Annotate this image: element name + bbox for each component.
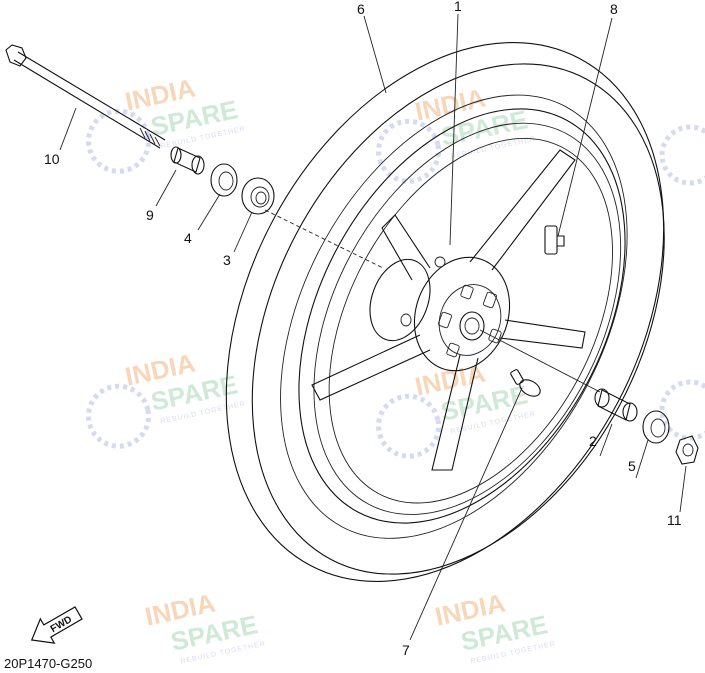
spoke	[469, 149, 576, 271]
axle-centerline-left	[264, 209, 384, 269]
rim-flange	[313, 122, 622, 515]
part-label-5: 5	[628, 458, 636, 474]
leader-10	[59, 107, 77, 151]
leader-8	[557, 17, 613, 237]
balance-weight	[544, 225, 565, 255]
leader-11	[679, 465, 687, 513]
balance-weight-clip	[557, 235, 565, 247]
watermark-icon	[659, 124, 705, 186]
hub-slot	[483, 291, 497, 309]
leader-5	[635, 439, 649, 479]
axle-centerline-right	[479, 329, 601, 393]
hub-hole	[434, 256, 446, 268]
wheel-spokes	[311, 149, 586, 471]
bearing-5	[642, 410, 670, 444]
watermark: INDIA SPARE REBUILD TOGETHER	[86, 347, 246, 449]
axle-thread	[139, 127, 161, 147]
collar-9	[170, 146, 205, 175]
hub-slot	[446, 342, 460, 358]
part-label-9: 9	[146, 207, 154, 223]
collar-2	[594, 388, 638, 422]
tire-inner-edge	[280, 94, 628, 539]
hub-inner-ring	[438, 284, 502, 356]
part-label-7: 7	[402, 642, 410, 658]
part-label-6: 6	[357, 1, 365, 17]
rim	[298, 108, 626, 524]
watermark: INDIA SPARE REBUILD TOGETHER	[86, 72, 246, 174]
hub-axle-hole	[459, 311, 485, 341]
hub-slot	[438, 311, 452, 329]
fwd-arrow: FWD	[30, 606, 83, 644]
leader-lines	[59, 13, 687, 641]
leader-6	[363, 15, 387, 94]
oil-seal-4	[210, 163, 238, 197]
axle-nut-11	[675, 435, 699, 465]
wheel-axle	[5, 44, 166, 149]
hub-drum	[369, 258, 431, 342]
leader-9	[155, 169, 177, 207]
watermark: INDIA SPARE REBUILD TOGETHER	[142, 587, 266, 665]
part-label-11: 11	[667, 512, 682, 528]
leader-1	[449, 13, 459, 246]
watermark-icon	[659, 379, 705, 441]
fwd-arrow-shape	[30, 606, 83, 644]
tire	[225, 42, 665, 582]
leader-4	[197, 193, 221, 231]
hub-slot	[460, 284, 474, 300]
hub-face	[413, 256, 511, 372]
axle-shaft	[13, 51, 166, 149]
spoke	[381, 214, 431, 281]
hub-axle-bore	[464, 317, 480, 335]
spoke	[431, 354, 479, 471]
part-labels: 1 2 3 4 5 6 7 8 9 10 11	[44, 0, 682, 658]
hub-hole	[400, 313, 412, 327]
wheel-hub	[369, 256, 511, 372]
part-label-2: 2	[589, 433, 597, 449]
part-label-10: 10	[44, 151, 60, 167]
leader-7	[409, 387, 523, 641]
diagram-code: 20P1470-G250	[4, 656, 92, 671]
rim-outer	[298, 108, 626, 524]
hub-slot	[488, 328, 502, 344]
watermark: INDIA SPARE REBUILD TOGETHER	[432, 587, 556, 665]
part-label-3: 3	[223, 252, 231, 268]
valve-cap	[510, 369, 524, 385]
bearing-3	[241, 177, 275, 215]
leader-3	[233, 211, 253, 253]
tire-outer-edge-back	[251, 63, 665, 575]
fwd-arrow-label: FWD	[49, 614, 74, 635]
part-label-8: 8	[610, 1, 618, 17]
part-label-1: 1	[454, 0, 462, 14]
spoke	[311, 334, 431, 401]
leader-2	[599, 423, 613, 457]
tire-outer-edge	[225, 42, 665, 582]
rim-inner	[328, 137, 613, 504]
spoke	[499, 319, 586, 349]
axle-head	[5, 44, 27, 67]
tire-valve	[510, 369, 541, 397]
part-label-4: 4	[184, 230, 192, 246]
balance-weight-body	[544, 225, 558, 255]
